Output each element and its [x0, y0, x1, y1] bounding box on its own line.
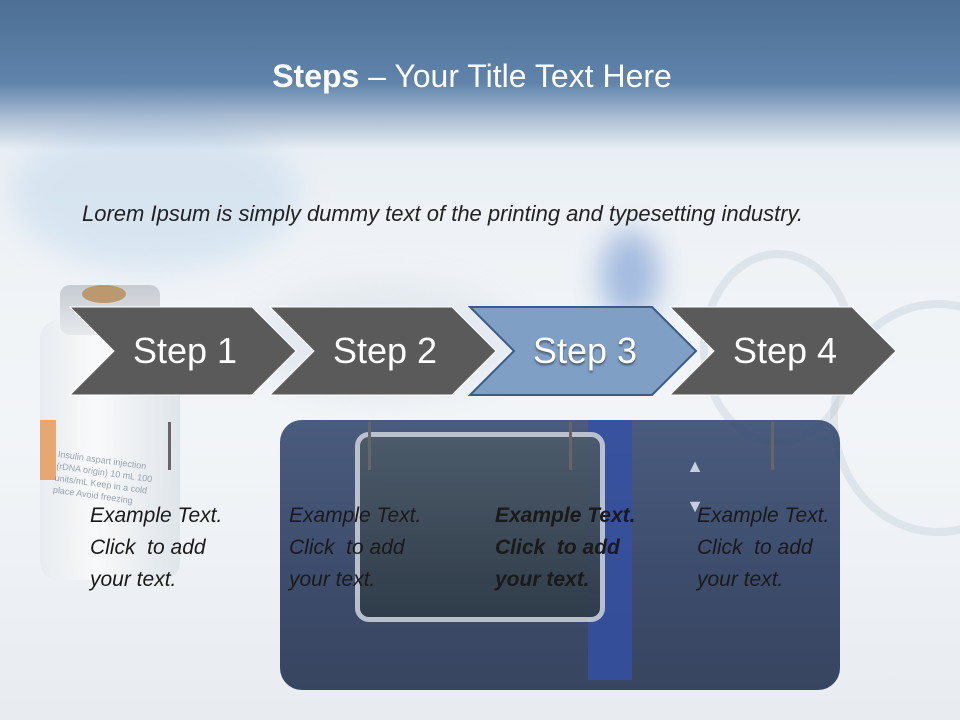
chevron-shape — [68, 306, 297, 396]
title-band — [0, 0, 960, 150]
step-1-chevron[interactable]: Step 1 — [68, 305, 298, 397]
step-4-chevron[interactable]: Step 4 — [668, 305, 898, 397]
step-2-label: Step 2 — [332, 330, 438, 371]
title-rest: – Your Title Text Here — [359, 58, 672, 94]
step-3-text[interactable]: Example Text. Click to add your text. — [495, 500, 675, 596]
chevron-fill — [268, 306, 497, 396]
step-2-chevron[interactable]: Step 2 — [268, 305, 498, 397]
step-4-connector — [771, 422, 774, 470]
title-bold: Steps — [272, 58, 360, 94]
step-2-connector — [368, 422, 371, 470]
step-4-text-line: Example Text. — [697, 504, 830, 527]
pump-screen — [355, 432, 605, 622]
chevron-shape — [468, 306, 698, 396]
chevron-fill — [68, 306, 297, 396]
step-4-label: Step 4 — [732, 330, 838, 371]
chevron-shape — [268, 306, 497, 396]
step-1-text-line: Example Text. — [90, 504, 223, 527]
slide-title[interactable]: Steps – Your Title Text Here — [0, 56, 944, 96]
description-text[interactable]: Lorem Ipsum is simply dummy text of the … — [82, 201, 804, 226]
chevron-fill — [668, 306, 897, 396]
step-1-text[interactable]: Example Text. Click to add your text. — [90, 500, 270, 596]
chevron-fill — [468, 306, 698, 396]
step-2-text[interactable]: Example Text. Click to add your text. — [289, 500, 469, 596]
step-1-label: Step 1 — [132, 330, 238, 371]
step-4-text-line: Click to add — [697, 536, 813, 559]
chevron-shape — [668, 306, 897, 396]
step-2-text-line: Example Text. — [289, 504, 422, 527]
step-3-text-line: your text. — [495, 568, 590, 591]
pump-arrow-buttons-icon: ▲▼ — [686, 456, 704, 516]
step-1-text-line: your text. — [90, 568, 177, 591]
step-2-text-line: your text. — [289, 568, 376, 591]
step-3-label: Step 3 — [532, 330, 638, 371]
step-3-text-line: Example Text. — [495, 504, 636, 527]
step-3-text-line: Click to add — [495, 536, 620, 559]
step-3-connector — [569, 422, 572, 470]
step-1-text-line: Click to add — [90, 536, 206, 559]
step-1-connector — [168, 422, 171, 470]
step-3-chevron[interactable]: Step 3 — [468, 305, 698, 397]
step-2-text-line: Click to add — [289, 536, 405, 559]
step-4-text-line: your text. — [697, 568, 784, 591]
step-4-text[interactable]: Example Text. Click to add your text. — [697, 500, 877, 596]
